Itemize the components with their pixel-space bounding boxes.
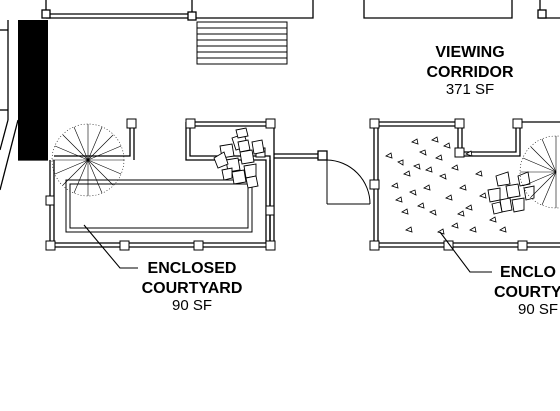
courtyard-left-label: ENCLOSED COURTYARD 90 SF — [128, 259, 256, 316]
courtyard-right-line1: ENCLO — [500, 264, 556, 281]
leader-lines — [83, 224, 492, 273]
viewing-corridor-line2: CORRIDOR — [426, 64, 514, 81]
tree-symbol-icon — [519, 135, 560, 209]
tree-symbol-icon — [51, 123, 125, 197]
courtyard-left-walls — [49, 121, 275, 248]
courtyard-right-posts — [369, 118, 528, 251]
viewing-corridor-area: 371 SF — [445, 81, 495, 98]
courtyard-right-label: ENCLO COURTY 90 SF — [494, 263, 560, 320]
corridor-wall — [274, 150, 328, 161]
courtyard-right-line2: COURTY — [494, 284, 560, 301]
courtyard-right-area: 90 SF — [518, 301, 559, 318]
shrub-cluster-icon — [213, 127, 265, 189]
courtyard-left-line2: COURTYARD — [141, 280, 243, 297]
top-walls — [41, 0, 560, 21]
viewing-corridor-label: VIEWING CORRIDOR 371 SF — [405, 43, 535, 100]
courtyard-left-inner-planter — [65, 179, 253, 233]
shrub-cluster-icon — [487, 171, 535, 215]
bench-icon — [196, 21, 288, 65]
courtyard-right-walls — [373, 121, 560, 248]
courtyard-left-line1: ENCLOSED — [147, 260, 237, 277]
courtyard-left-area: 90 SF — [171, 297, 213, 314]
left-structure — [0, 20, 48, 191]
viewing-corridor-line1: VIEWING — [435, 44, 505, 61]
door-swing-icon — [326, 156, 371, 205]
leaf-scatter-icon — [385, 136, 507, 235]
